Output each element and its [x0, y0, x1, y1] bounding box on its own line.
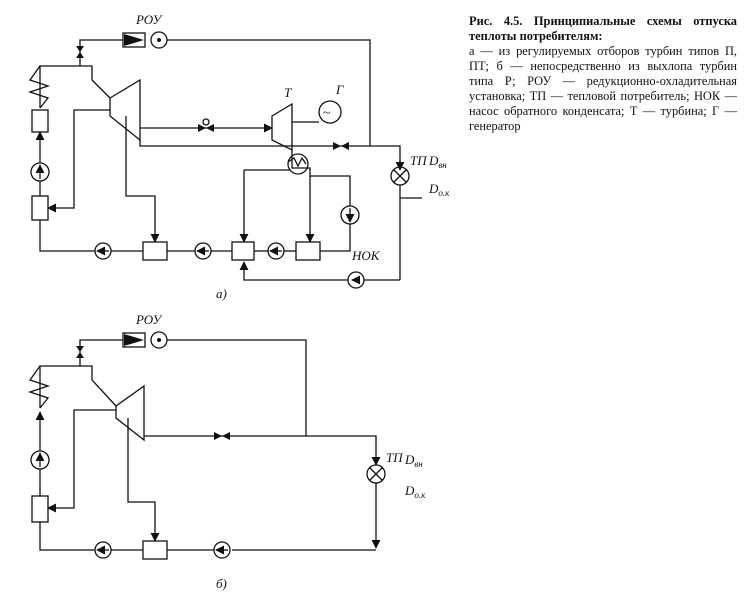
rou-valve-icon: [122, 331, 168, 349]
valve-icon: [214, 432, 230, 440]
scheme-a-label: а): [216, 286, 227, 301]
return-flow-label: Dо.к: [404, 483, 426, 500]
pump-icon: [267, 242, 285, 260]
pump-icon: [94, 541, 112, 559]
valve-icon: [76, 346, 84, 358]
boiler-icon: [27, 365, 93, 409]
caption-title: Рис. 4.5. Принципиальные схемы отпуска т…: [469, 14, 737, 43]
rou-label: РОУ: [135, 312, 163, 327]
valve-icon: [198, 118, 214, 132]
caption-body: а — из регулируемых отборов турбин типов…: [469, 44, 737, 133]
pump-icon: [30, 162, 50, 182]
pump-icon: [94, 242, 112, 260]
steam-flow-label: Dвн: [404, 452, 423, 469]
turbine-t-icon: [271, 102, 293, 152]
scheme-b: РОУ ТП Dвн Dо.к: [27, 312, 426, 591]
valve-icon: [76, 46, 84, 58]
pump-icon: [213, 541, 231, 559]
consumer-icon: [366, 464, 386, 484]
svg-text:~: ~: [323, 106, 331, 121]
boiler-icon: [27, 65, 93, 133]
pump-icon: [194, 242, 212, 260]
steam-flow-label: Dвн: [428, 153, 447, 170]
return-flow-label: Dо.к: [428, 181, 450, 198]
scheme-a: РОУ Т: [27, 12, 450, 301]
pump-label: НОК: [351, 248, 381, 263]
pump-nok-icon: [347, 271, 365, 289]
valve-icon: [333, 142, 349, 150]
generator-label: Г: [335, 82, 344, 97]
pump-icon: [340, 205, 360, 225]
turbine-icon: [109, 78, 141, 142]
heat-exchanger-icon: [287, 150, 325, 177]
pump-icon: [30, 450, 50, 470]
rou-valve-icon: [122, 31, 168, 49]
turbine-label: Т: [284, 85, 292, 100]
consumer-label: ТП: [410, 153, 428, 168]
scheme-b-label: б): [216, 576, 227, 591]
generator-icon: ~: [318, 100, 342, 124]
rou-label: РОУ: [135, 12, 163, 27]
consumer-label: ТП: [386, 450, 404, 465]
turbine-icon: [115, 384, 145, 442]
figure-caption: Рис. 4.5. Принципиальные схемы отпуска т…: [469, 14, 737, 134]
